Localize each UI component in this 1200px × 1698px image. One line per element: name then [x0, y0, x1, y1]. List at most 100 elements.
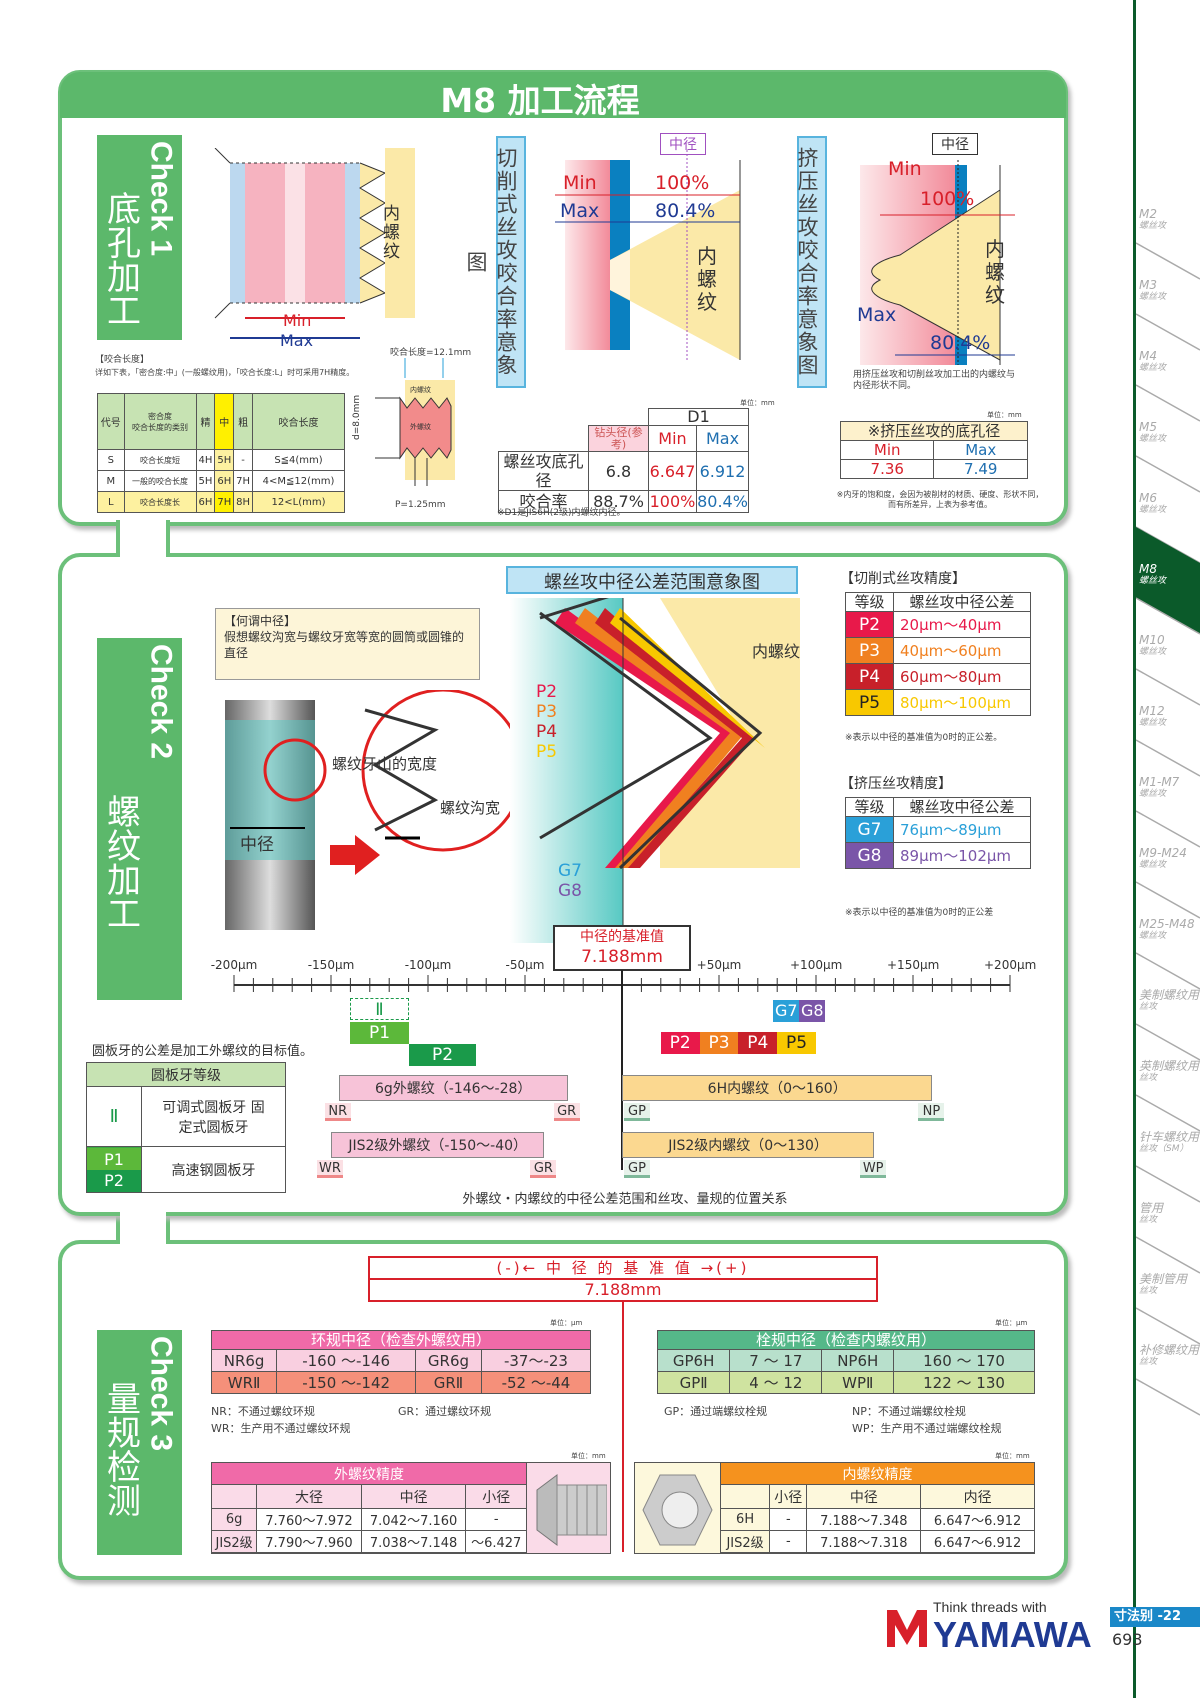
tolerance-bar: 6g外螺纹（-146～-28） — [338, 1075, 568, 1101]
side-tab-sub: 螺丝攻 — [1139, 860, 1167, 870]
side-tab-label: M5 — [1139, 420, 1157, 434]
drill-val: 6.8 — [588, 451, 649, 491]
gauge-gp: GP — [624, 1160, 650, 1178]
eng-medium: 6H — [214, 470, 235, 492]
ext-unit: 单位：mm — [571, 1452, 606, 1460]
precision-cell: ～6.427 — [465, 1530, 527, 1553]
side-divider — [1133, 0, 1136, 1698]
precision-cell: 6g — [210, 1508, 258, 1531]
tab-separator — [1136, 384, 1200, 422]
side-tab-英制螺纹用[interactable]: 英制螺纹用丝攻 — [1139, 1060, 1200, 1085]
check2-label: Check 2 螺纹加工 — [97, 638, 182, 1000]
grade-g7: G7 — [845, 816, 894, 843]
tolerance-range: 20μm～40μm — [893, 611, 1031, 638]
form-100: 100% — [920, 188, 975, 210]
definition-title: 【何谓中径】 — [224, 614, 297, 628]
side-tab-label: M10 — [1139, 633, 1165, 647]
side-tab-美制螺纹用[interactable]: 美制螺纹用丝攻 — [1139, 989, 1200, 1014]
precision-cell: JIS2级 — [210, 1530, 258, 1553]
drill-header: 钻头径(参考) — [588, 425, 649, 452]
form-804: 80.4% — [930, 332, 991, 354]
min-header: Min — [648, 425, 697, 452]
gauge-cell: GRⅡ — [415, 1371, 482, 1394]
cut-min: Min — [563, 172, 597, 194]
gauge-cell: NR6g — [210, 1349, 278, 1372]
check1-cn: 底孔加工 — [100, 191, 141, 327]
cut-100: 100% — [655, 172, 710, 194]
tab-separator — [1136, 810, 1200, 848]
scale-label: -150μm — [307, 958, 355, 972]
tolerance-bar: JIS2级外螺纹（-150～-40） — [331, 1132, 545, 1158]
side-tab-sub: 螺丝攻 — [1139, 931, 1167, 941]
tab-separator — [1136, 242, 1200, 280]
side-tab-label: 英制螺纹用 — [1139, 1059, 1200, 1073]
side-tab-sub: 丝攻 — [1139, 1002, 1158, 1012]
scale-label: -100μm — [404, 958, 452, 972]
check1-en: Check 1 — [144, 141, 178, 257]
side-tab-sub: 丝攻 — [1139, 1357, 1158, 1367]
gauge-cell: -52 ～-44 — [480, 1371, 592, 1394]
caption: 外螺纹・内螺纹的中径公差范围和丝攻、量规的位置关系 — [462, 1192, 788, 1207]
eng-fine: 5H — [195, 470, 216, 492]
side-tab-label: M1-M7 — [1139, 775, 1180, 789]
cut-th-grade: 等级 — [845, 592, 894, 612]
reference-box: 中径的基准值 7.188mm — [553, 925, 691, 971]
section-d: d=8.0mm — [352, 394, 362, 440]
die-table-title: 圆板牙等级 — [86, 1062, 286, 1087]
center-line — [622, 1302, 624, 1552]
plug-note-np: NP：不通过端螺纹栓规 — [852, 1405, 966, 1418]
gauge-cell: GPⅡ — [656, 1371, 731, 1394]
cut-tap-diagram — [555, 150, 741, 360]
col-header: 中径 — [360, 1484, 467, 1509]
ring-unit: 单位：μm — [550, 1319, 583, 1327]
engagement-note: 详如下表，「密合度:中」(一般螺纹用)，「咬合长度:L」时可采用7H精度。 — [95, 368, 355, 377]
side-tab-针车螺纹用[interactable]: 针车螺纹用丝攻（SM） — [1139, 1131, 1200, 1156]
side-tab-label: M12 — [1139, 704, 1165, 718]
die-mark-p1: P1 — [350, 1022, 409, 1044]
side-tab-补修螺纹用[interactable]: 补修螺纹用丝攻 — [1139, 1344, 1200, 1369]
definition-box: 【何谓中径】 假想螺纹沟宽与螺纹牙宽等宽的圆筒或圆锥的直径 — [215, 608, 480, 680]
section-badge: 寸法别 -22 — [1110, 1607, 1200, 1627]
section-inner: 内螺纹 — [410, 386, 431, 394]
tap-mark-g8: G8 — [799, 1000, 826, 1022]
form-tap-title: 挤压丝攻咬合率意象图 — [795, 136, 827, 388]
thread-section-diagram — [375, 358, 455, 486]
engagement-length: 咬合长度=12.1mm — [390, 348, 472, 358]
ext-title: 外螺纹精度 — [211, 1462, 527, 1485]
col-header: 大径 — [256, 1484, 362, 1509]
precision-cell: 6H — [719, 1508, 771, 1531]
profile-g8: G8 — [558, 881, 582, 901]
drill-note: ※D1是JIS6H(2级)内螺纹内径。 — [497, 508, 626, 518]
tolerance-range: 40μm～60μm — [893, 637, 1031, 664]
tab-separator — [1136, 739, 1200, 777]
die-grade-ii: Ⅱ — [86, 1086, 142, 1147]
grade-p4: P4 — [845, 663, 894, 690]
side-tab-管用[interactable]: 管用丝攻 — [1139, 1202, 1200, 1227]
drill-max: 6.912 — [696, 451, 749, 491]
side-tab-美制管用[interactable]: 美制管用丝攻 — [1139, 1273, 1200, 1298]
drill-unit: 单位：mm — [740, 399, 775, 407]
tap-mark-p3: P3 — [699, 1032, 739, 1054]
eng-length: 4<M≦12(mm) — [252, 470, 345, 492]
form-hole-title: ※挤压丝攻的底孔径 — [840, 421, 1028, 441]
die-note: 圆板牙的公差是加工外螺纹的目标值。 — [92, 1044, 314, 1059]
check3-cn: 量规检测 — [100, 1381, 141, 1517]
eng-medium: 7H — [214, 491, 235, 513]
gauge-cell: WRⅡ — [210, 1371, 278, 1394]
drill-row-label: 螺丝攻底孔径 — [498, 451, 589, 491]
